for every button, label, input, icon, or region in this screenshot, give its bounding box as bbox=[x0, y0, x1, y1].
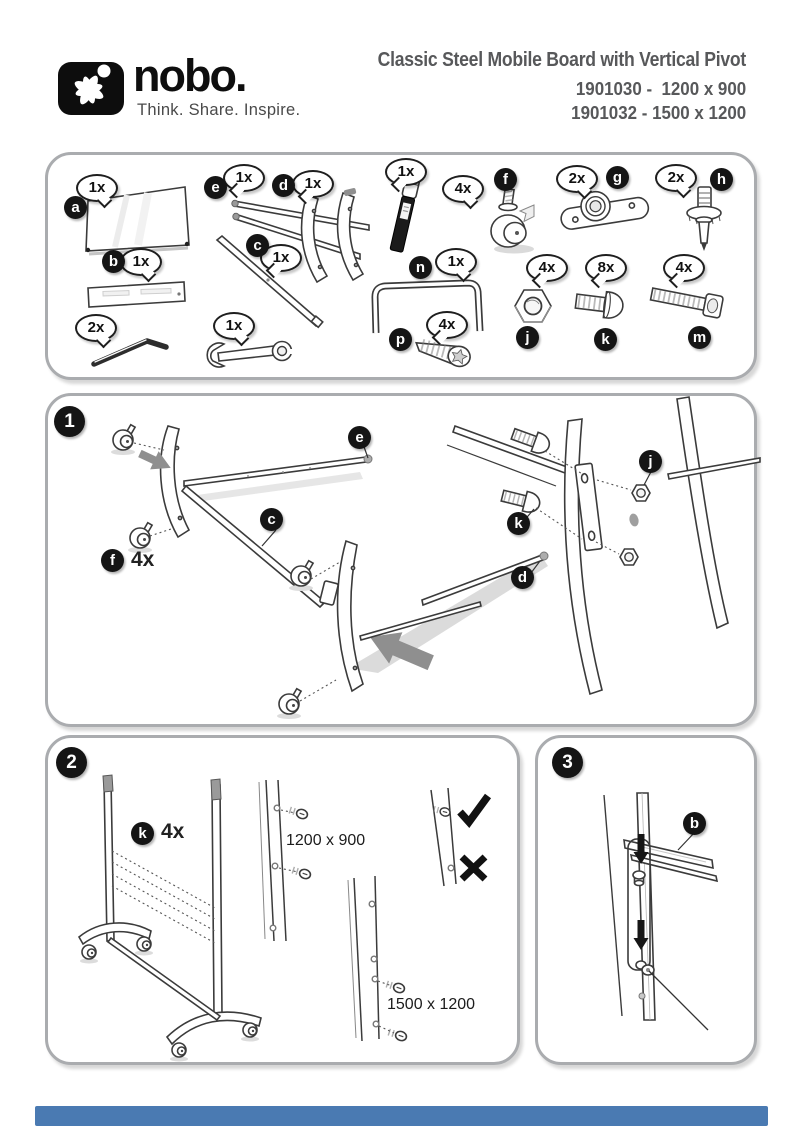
qty-bubble-n: 1x bbox=[435, 248, 477, 276]
caster-drawing bbox=[490, 187, 535, 254]
pen-tray-attach-drawing bbox=[623, 838, 719, 883]
nut-drawing bbox=[514, 289, 552, 323]
part-badge-d: d bbox=[272, 174, 295, 197]
nobo-logo-icon bbox=[58, 62, 124, 115]
qty-bubble-wrench: 1x bbox=[213, 312, 255, 340]
upright-detail-drawing bbox=[421, 396, 761, 696]
size-label-1500x1200: 1500 x 1200 bbox=[387, 996, 476, 1013]
part-badge-c: c bbox=[246, 234, 269, 257]
push-pin-drawing bbox=[686, 186, 722, 251]
part-badge-p: p bbox=[389, 328, 412, 351]
part-badge-a: a bbox=[64, 196, 87, 219]
qty-bubble-allen-key: 2x bbox=[75, 314, 117, 342]
part-badge-g: g bbox=[606, 166, 629, 189]
step1-number-badge: 1 bbox=[54, 406, 85, 437]
allen-key-drawing bbox=[91, 338, 169, 367]
qty-bubble-h: 2x bbox=[655, 164, 697, 192]
step2-number-badge: 2 bbox=[56, 747, 87, 778]
step3-panel bbox=[535, 735, 757, 1065]
down-arrow-icon bbox=[633, 834, 649, 864]
step1-callout-e: e bbox=[348, 426, 371, 449]
cross-rod-and-legs-drawing bbox=[231, 188, 370, 284]
qty-bubble-marker: 1x bbox=[385, 158, 427, 186]
size-label-1200x900: 1200 x 900 bbox=[286, 832, 366, 849]
part-badge-e: e bbox=[204, 176, 227, 199]
pen-tray-drawing bbox=[87, 281, 186, 308]
brand-tagline: Think. Share. Inspire. bbox=[137, 101, 301, 119]
upright-detail-small-drawing bbox=[258, 779, 312, 942]
part-badge-b: b bbox=[102, 250, 125, 273]
parts-illustration bbox=[85, 170, 724, 368]
part-badge-k: k bbox=[594, 328, 617, 351]
part-badge-j: j bbox=[516, 326, 539, 349]
qty-bubble-k: 8x bbox=[585, 254, 627, 282]
model-number-1: 1901030 - 1200 x 900 bbox=[575, 79, 746, 99]
brand-wordmark: nobo. bbox=[133, 50, 247, 101]
down-arrow-icon bbox=[633, 920, 649, 950]
step1-panel bbox=[45, 393, 761, 727]
part-badge-h: h bbox=[710, 168, 733, 191]
pivot-bracket-drawing bbox=[560, 190, 650, 230]
short-bolt-drawing bbox=[574, 290, 624, 319]
step2-panel bbox=[45, 735, 520, 1065]
cross-rail-drawing bbox=[215, 234, 324, 329]
cross-rail-c-drawing bbox=[180, 484, 327, 609]
wrench-drawing bbox=[206, 340, 294, 368]
cross-icon bbox=[459, 854, 488, 882]
page-title: Classic Steel Mobile Board with Vertical… bbox=[377, 49, 747, 71]
step1-f-quantity: 4x bbox=[131, 548, 155, 571]
step1-callout-k: k bbox=[507, 512, 530, 535]
qty-bubble-g: 2x bbox=[556, 165, 598, 193]
stud-drawing bbox=[632, 870, 646, 887]
upright-detail-large-drawing bbox=[347, 875, 408, 1042]
qty-bubble-e: 1x bbox=[223, 164, 265, 192]
qty-bubble-d: 1x bbox=[292, 170, 334, 198]
model-number-2: 1901032 - 1500 x 1200 bbox=[570, 103, 746, 123]
screw-drawing bbox=[415, 339, 471, 368]
step3-number-badge: 3 bbox=[552, 747, 583, 778]
footer-accent-bar bbox=[35, 1106, 768, 1126]
qty-bubble-f: 4x bbox=[442, 175, 484, 203]
qty-bubble-a: 1x bbox=[76, 174, 118, 202]
insert-arrow-large-icon bbox=[370, 632, 434, 671]
insert-arrow-small-icon bbox=[138, 449, 171, 470]
qty-bubble-c: 1x bbox=[260, 244, 302, 272]
step1-callout-c: c bbox=[260, 508, 283, 531]
stand-frame-drawing bbox=[77, 774, 262, 1063]
check-icon bbox=[457, 793, 492, 828]
right-foot-drawing bbox=[336, 539, 364, 693]
step2-callout-k: k bbox=[131, 822, 154, 845]
step1-callout-f: f bbox=[101, 549, 124, 572]
qty-bubble-p: 4x bbox=[426, 311, 468, 339]
qty-bubble-b: 1x bbox=[120, 248, 162, 276]
qty-bubble-j: 4x bbox=[526, 254, 568, 282]
u-bracket-drawing bbox=[371, 279, 484, 334]
qty-bubble-m: 4x bbox=[663, 254, 705, 282]
part-badge-n: n bbox=[409, 256, 432, 279]
part-badge-f: f bbox=[494, 168, 517, 191]
correct-position-detail-drawing bbox=[431, 787, 492, 887]
step3-callout-b: b bbox=[683, 812, 706, 835]
part-badge-m: m bbox=[688, 326, 711, 349]
step1-illustration bbox=[110, 396, 761, 720]
step1-callout-d: d bbox=[511, 566, 534, 589]
step1-callout-j: j bbox=[639, 450, 662, 473]
step2-k-quantity: 4x bbox=[161, 820, 185, 843]
step2-illustration bbox=[77, 774, 492, 1063]
step3-illustration bbox=[603, 792, 719, 1031]
long-bolt-drawing bbox=[649, 287, 724, 319]
